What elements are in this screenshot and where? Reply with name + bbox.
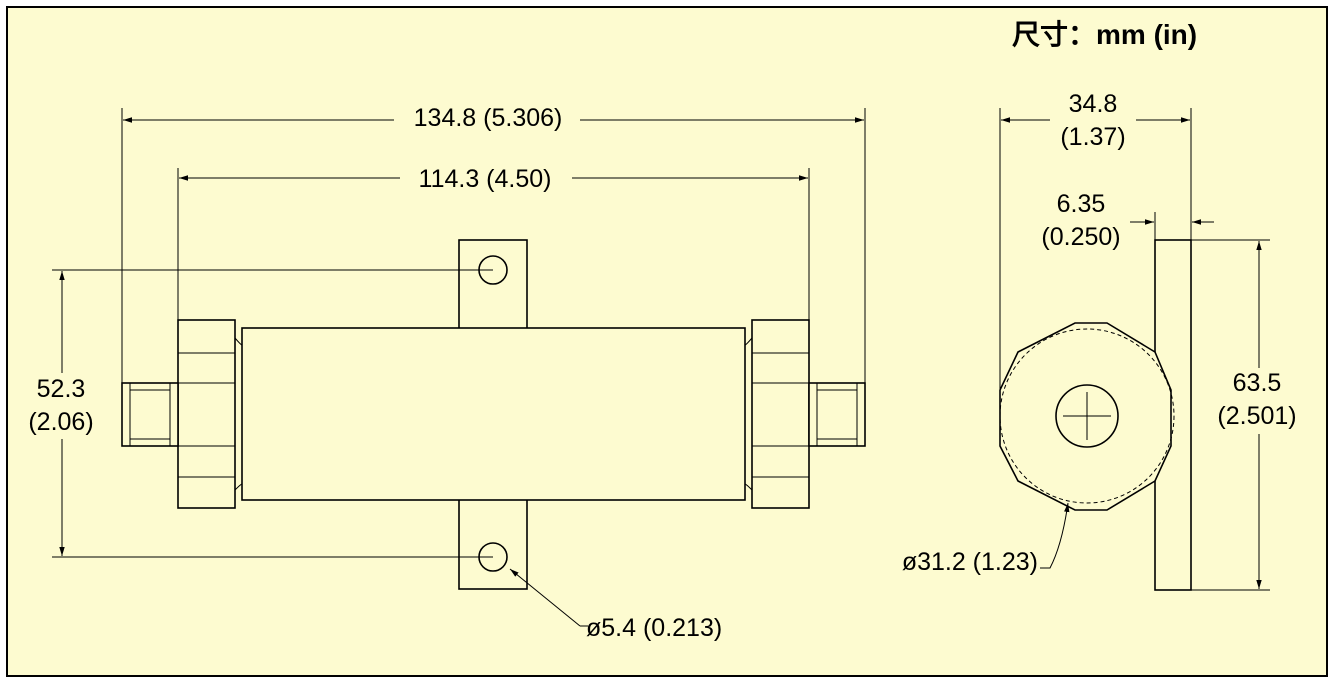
hole-dia-label: ø5.4 (0.213) — [586, 614, 722, 642]
side-width-mm-label: 34.8 — [1069, 90, 1118, 118]
dim-hole-diameter: ø5.4 (0.213) — [509, 568, 722, 642]
plate-height-mm-label: 63.5 — [1233, 369, 1282, 397]
left-connector — [121, 382, 179, 447]
height-in-label: (2.06) — [28, 408, 93, 436]
height-mm-label: 52.3 — [37, 375, 86, 403]
side-view: 34.8 (1.37) 6.35 (0.250) 63.5 (2.501) ø3… — [902, 88, 1306, 591]
top-mounting-tab — [458, 239, 528, 331]
dim-mount-spacing: 114.3 (4.50) — [179, 162, 808, 193]
plate-thickness-mm-label: 6.35 — [1057, 190, 1106, 218]
dim-height: 52.3 (2.06) — [18, 271, 104, 556]
dim-side-width: 34.8 (1.37) — [1001, 88, 1190, 152]
right-connector — [808, 382, 866, 447]
body-dia-label: ø31.2 (1.23) — [902, 548, 1038, 576]
side-width-in-label: (1.37) — [1060, 123, 1125, 151]
overall-length-label: 134.8 (5.306) — [414, 104, 563, 132]
dim-plate-height: 63.5 (2.501) — [1210, 241, 1306, 589]
plate-height-in-label: (2.501) — [1217, 402, 1296, 430]
main-body — [241, 327, 746, 501]
right-hex-nut — [744, 319, 810, 509]
dim-body-diameter: ø31.2 (1.23) — [902, 502, 1070, 576]
dim-overall-length: 134.8 (5.306) — [123, 103, 864, 133]
front-view: 134.8 (5.306) 114.3 (4.50) 52.3 (2.06) ø… — [18, 103, 866, 642]
units-label: 尺寸：mm (in) — [1012, 19, 1197, 50]
mount-spacing-label: 114.3 (4.50) — [419, 165, 552, 193]
dim-plate-thickness: 6.35 (0.250) — [1041, 190, 1214, 251]
body-diameter-circle — [999, 328, 1175, 504]
left-hex-nut — [177, 319, 243, 509]
plate-thickness-in-label: (0.250) — [1041, 223, 1120, 251]
